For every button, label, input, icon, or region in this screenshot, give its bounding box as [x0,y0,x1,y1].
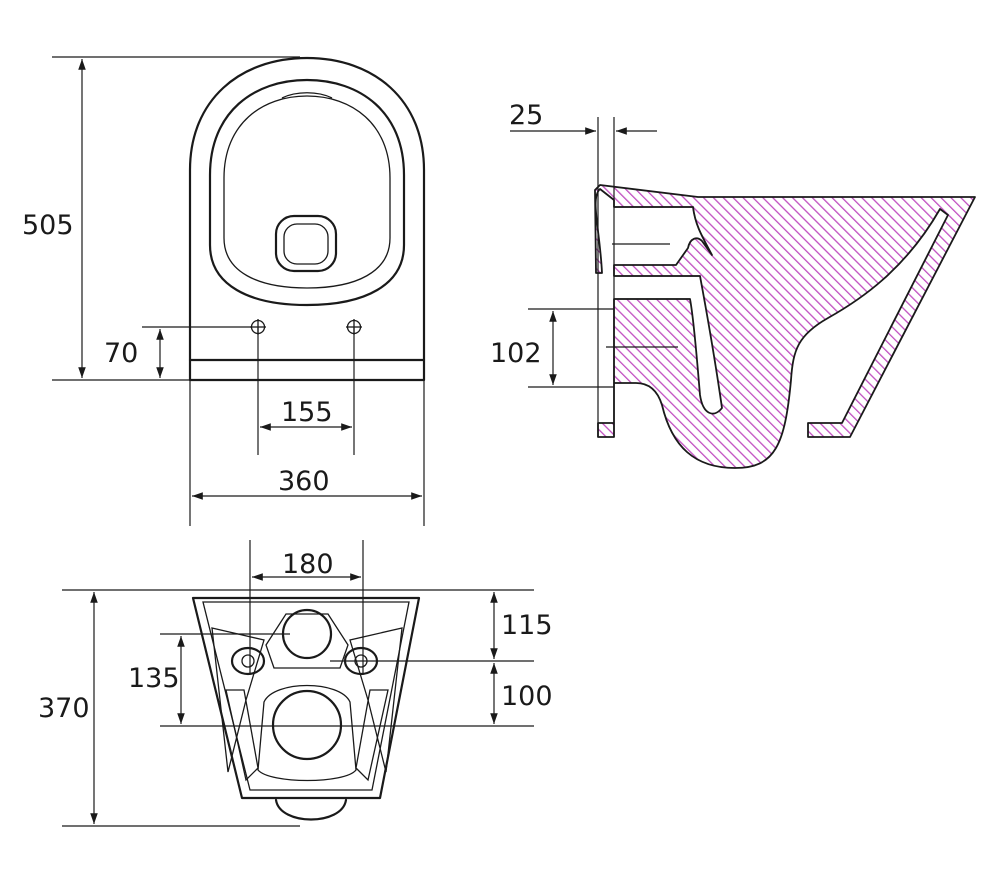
dim-label-100: 100 [501,681,553,712]
section-shell [594,184,976,469]
rear-view: 180 115 100 135 370 [38,540,553,827]
side-view: 25 102 [490,100,976,469]
drain-inner [283,223,329,265]
rear-outer-outline [191,596,421,800]
rear-inlet-circle [281,608,333,660]
dim-label-180: 180 [282,549,334,580]
rear-upper-frame [265,613,349,669]
dim-label-115: 115 [501,610,553,641]
rim-arc [281,92,333,99]
bowl-rim-outline [208,78,406,307]
section-inner-cavity [614,206,713,300]
rear-hole-left [230,646,266,676]
dim-label-505: 505 [22,210,74,241]
rear-outlet-circle [271,689,343,761]
bowl-inner-outline [223,95,391,289]
rear-outlet-frame [257,684,357,782]
rear-right-rib [349,627,403,773]
dim-label-102: 102 [490,338,542,369]
rear-right-inner-rib [355,689,389,782]
dim-label-155: 155 [281,397,333,428]
rear-left-inner-rib [225,689,259,782]
drain-outer [274,214,338,273]
dim-label-360: 360 [278,466,330,497]
dim-label-25: 25 [509,100,543,131]
dim-label-135: 135 [128,663,180,694]
bowl-outer-outline [188,56,426,382]
dim-label-70: 70 [104,338,138,369]
dim-label-370: 370 [38,693,90,724]
rear-outlet-bulge [274,798,348,821]
top-view: 505 70 155 360 [22,56,426,526]
